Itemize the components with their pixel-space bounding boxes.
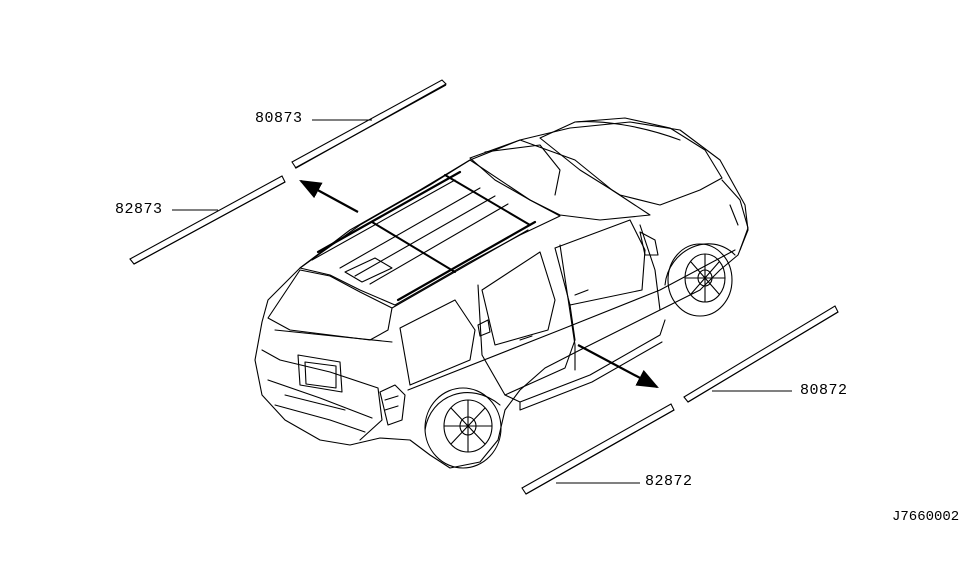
vehicle-illustration — [254, 117, 749, 469]
arrow-sill-molding — [577, 344, 659, 389]
part-label-82873: 82873 — [115, 201, 163, 218]
part-label-80872: 80872 — [800, 382, 848, 399]
diagram-reference-code: J7660002 — [892, 509, 960, 525]
arrow-roof-molding — [299, 179, 359, 213]
part-label-80873: 80873 — [255, 110, 303, 127]
part-label-82872: 82872 — [645, 473, 693, 490]
part-82873-molding — [129, 175, 286, 265]
part-80872-molding — [683, 305, 839, 403]
part-80873-molding — [291, 79, 447, 169]
part-82872-molding — [521, 403, 675, 495]
